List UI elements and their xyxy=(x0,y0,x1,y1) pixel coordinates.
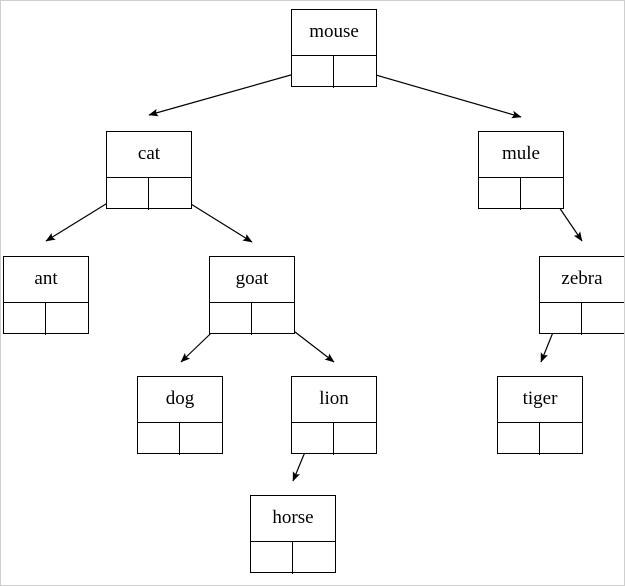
tree-node-ant[interactable]: ant xyxy=(3,256,89,335)
tree-node-left-pointer-horse[interactable] xyxy=(251,542,293,574)
tree-node-right-pointer-tiger[interactable] xyxy=(540,423,582,455)
tree-node-dog[interactable]: dog xyxy=(137,376,223,455)
tree-node-left-pointer-cat[interactable] xyxy=(107,178,149,210)
tree-node-label-dog: dog xyxy=(138,377,222,423)
tree-node-goat[interactable]: goat xyxy=(209,256,295,335)
tree-node-label-tiger: tiger xyxy=(498,377,582,423)
tree-node-mule[interactable]: mule xyxy=(478,131,564,210)
tree-node-mouse[interactable]: mouse xyxy=(291,9,377,88)
tree-node-zebra[interactable]: zebra xyxy=(539,256,624,335)
tree-node-label-cat: cat xyxy=(107,132,191,178)
tree-node-tiger[interactable]: tiger xyxy=(497,376,583,455)
tree-node-pointers-goat xyxy=(210,303,294,335)
tree-node-right-pointer-lion[interactable] xyxy=(334,423,376,455)
tree-node-pointers-tiger xyxy=(498,423,582,455)
tree-node-cat[interactable]: cat xyxy=(106,131,192,210)
tree-node-pointers-mouse xyxy=(292,56,376,88)
tree-node-left-pointer-tiger[interactable] xyxy=(498,423,540,455)
tree-edge-mouse-right-to-mule xyxy=(354,68,522,119)
tree-node-label-mouse: mouse xyxy=(292,10,376,56)
tree-node-right-pointer-goat[interactable] xyxy=(252,303,294,335)
tree-node-left-pointer-ant[interactable] xyxy=(4,303,46,335)
tree-node-right-pointer-horse[interactable] xyxy=(293,542,335,574)
tree-node-label-horse: horse xyxy=(251,496,335,542)
tree-node-left-pointer-mule[interactable] xyxy=(479,178,521,210)
tree-node-right-pointer-ant[interactable] xyxy=(46,303,88,335)
tree-node-horse[interactable]: horse xyxy=(250,495,336,574)
tree-node-pointers-zebra xyxy=(540,303,624,335)
tree-node-pointers-horse xyxy=(251,542,335,574)
tree-node-pointers-mule xyxy=(479,178,563,210)
tree-node-right-pointer-dog[interactable] xyxy=(180,423,222,455)
tree-edge-mouse-left-to-cat xyxy=(148,68,313,117)
tree-node-label-zebra: zebra xyxy=(540,257,624,303)
tree-node-right-pointer-zebra[interactable] xyxy=(582,303,624,335)
tree-node-right-pointer-cat[interactable] xyxy=(149,178,191,210)
tree-node-label-ant: ant xyxy=(4,257,88,303)
tree-node-left-pointer-goat[interactable] xyxy=(210,303,252,335)
tree-node-pointers-cat xyxy=(107,178,191,210)
tree-node-label-goat: goat xyxy=(210,257,294,303)
tree-node-left-pointer-zebra[interactable] xyxy=(540,303,582,335)
tree-node-right-pointer-mule[interactable] xyxy=(521,178,563,210)
tree-node-lion[interactable]: lion xyxy=(291,376,377,455)
tree-node-label-lion: lion xyxy=(292,377,376,423)
tree-node-pointers-lion xyxy=(292,423,376,455)
tree-node-left-pointer-lion[interactable] xyxy=(292,423,334,455)
tree-node-pointers-ant xyxy=(4,303,88,335)
tree-node-pointers-dog xyxy=(138,423,222,455)
tree-node-label-mule: mule xyxy=(479,132,563,178)
tree-node-left-pointer-dog[interactable] xyxy=(138,423,180,455)
tree-node-right-pointer-mouse[interactable] xyxy=(334,56,376,88)
tree-node-left-pointer-mouse[interactable] xyxy=(292,56,334,88)
